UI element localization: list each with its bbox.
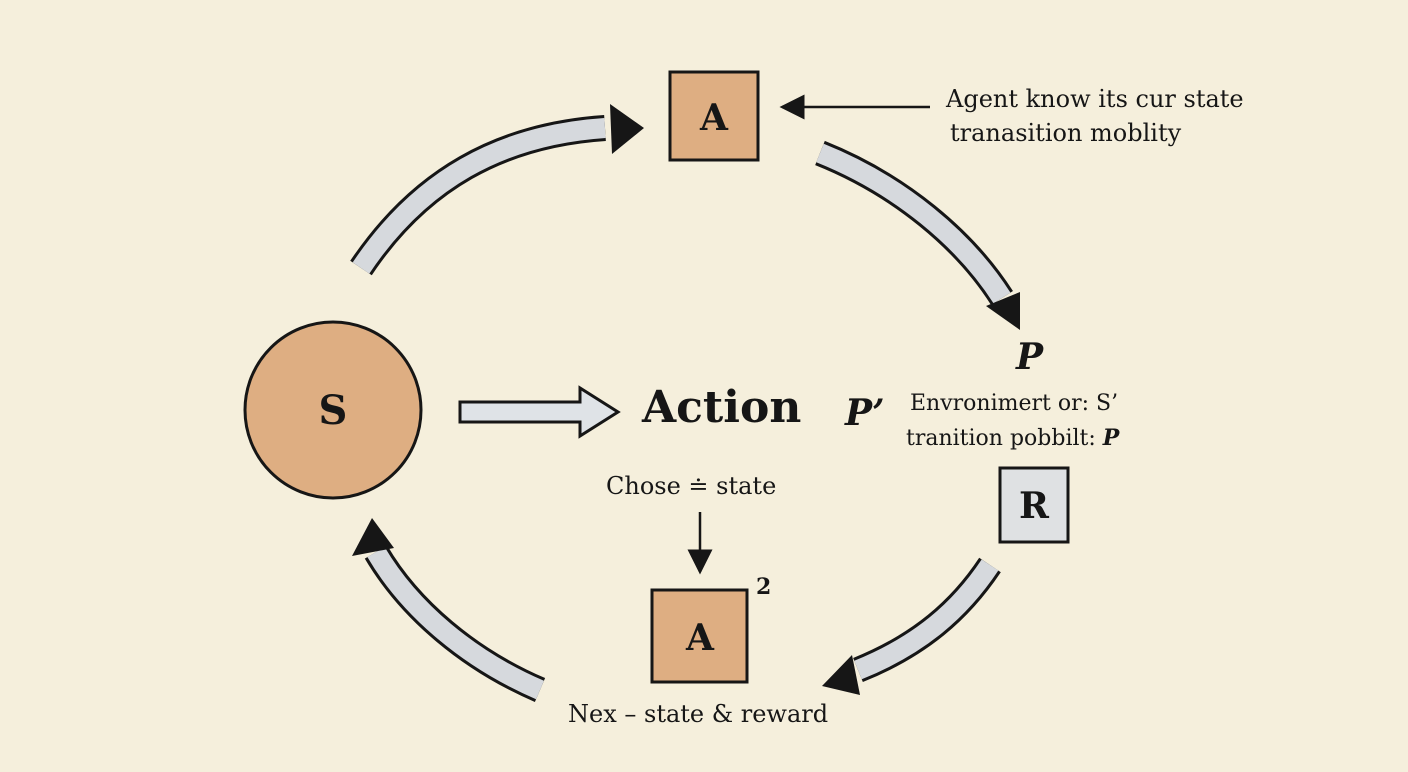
reward-node: R <box>998 466 1070 544</box>
curved-arrow-action-to-environment <box>815 140 1020 330</box>
environment-line2-text: tranition pobbilt: <box>906 426 1096 451</box>
p-symbol-top: P <box>1016 336 1044 378</box>
action-node-top: A <box>668 70 760 162</box>
agent-note-line1: Agent know its cur state <box>946 85 1244 113</box>
superscript-two: 2 <box>756 574 772 600</box>
state-node-label: S <box>319 387 348 434</box>
arrowhead <box>352 518 394 556</box>
curved-arrow-reward-to-next <box>822 557 1001 695</box>
action-node-top-label: A <box>699 97 729 139</box>
action-node-bottom-label: A <box>685 617 715 659</box>
environment-line2-symbol: P <box>1102 425 1120 451</box>
next-state-reward-label: Nex – state & reward <box>568 700 829 728</box>
agent-note-line2: tranasition moblity <box>950 119 1182 147</box>
curved-arrow-next-to-state <box>352 518 546 702</box>
action-label: Action <box>642 382 802 433</box>
state-node: S <box>243 320 423 500</box>
curved-arrow-s-to-action <box>350 104 644 276</box>
arrowhead <box>986 292 1020 330</box>
p-prime-symbol: P’ <box>845 392 885 434</box>
block-arrow-state-to-action <box>458 385 621 439</box>
environment-line2: tranition pobbilt: P <box>906 422 1119 455</box>
action-node-bottom: A <box>650 588 749 684</box>
reward-node-label: R <box>1019 485 1050 527</box>
environment-line1: Envronimert or: S’ <box>910 391 1119 416</box>
arrowhead <box>822 655 860 695</box>
arrowhead <box>610 104 644 154</box>
choose-state-label: Chose ≐ state <box>606 472 777 500</box>
